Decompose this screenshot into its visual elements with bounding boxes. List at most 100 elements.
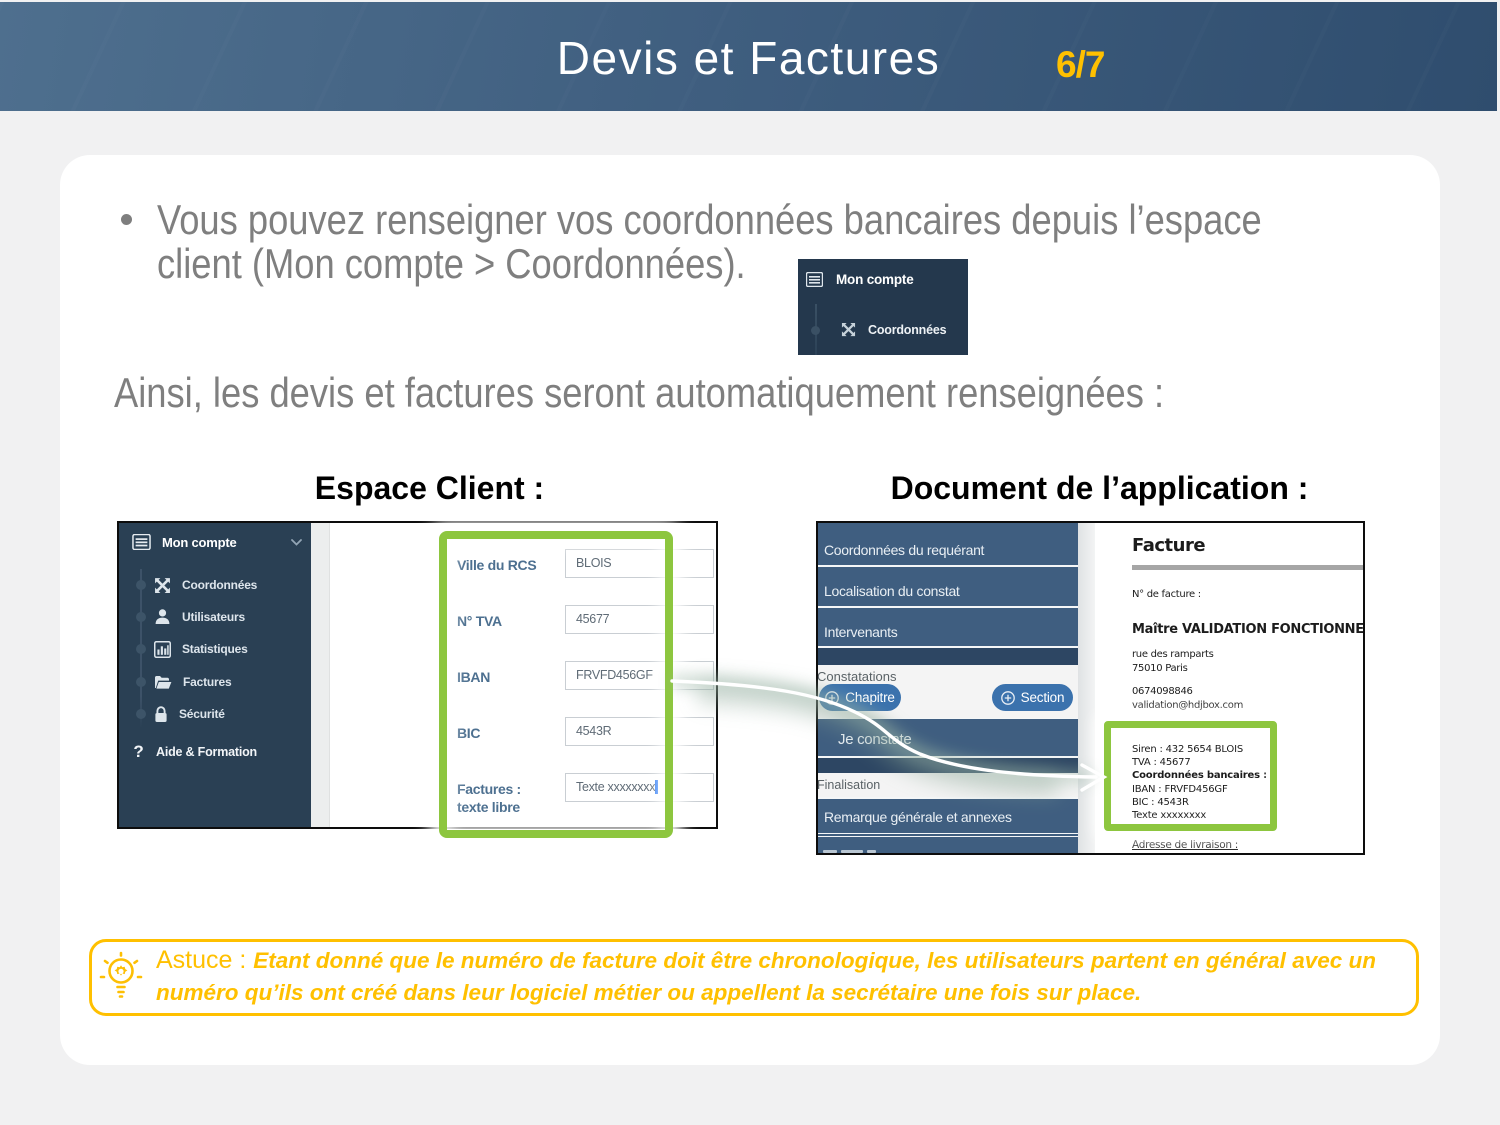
- lightbulb-icon: [98, 951, 144, 1001]
- sidebar-item-label: Coordonnées: [182, 578, 258, 592]
- invoice-bank-heading: Coordonnées bancaires :: [1132, 770, 1267, 782]
- plus-circle-icon: [825, 690, 840, 705]
- clipped-text-sliver: [841, 850, 863, 853]
- app-nav-scroll-strip[interactable]: [1078, 523, 1095, 853]
- button-label: Section: [1020, 690, 1065, 705]
- invoice-title: Facture: [1132, 535, 1206, 556]
- list-icon: [132, 533, 151, 551]
- document-application-screenshot: Coordonnées du requérant Localisation du…: [816, 521, 1365, 855]
- button-label: Chapitre: [845, 690, 895, 705]
- question-mark-icon: ?: [133, 742, 144, 761]
- invoice-number-label: N° de facture :: [1132, 589, 1201, 600]
- tree-dot: [135, 580, 146, 590]
- invoice-footer-link: Adresse de livraison :: [1132, 839, 1238, 851]
- sidebar-item-coordonnees[interactable]: Coordonnées: [154, 576, 257, 594]
- page-indicator: 6/7: [1056, 44, 1105, 85]
- sidebar-item-label: Utilisateurs: [182, 609, 245, 624]
- intro-followup-text: Ainsi, les devis et factures seront auto…: [114, 369, 1165, 416]
- expand-arrows-icon: [154, 577, 171, 594]
- invoice-siren: Siren : 432 5654 BLOIS: [1132, 744, 1243, 755]
- nav-section-localisation-constat[interactable]: Localisation du constat: [818, 566, 1078, 606]
- list-icon: [805, 271, 824, 288]
- separator: [818, 833, 1078, 835]
- invoice-phone: 0674098846: [1132, 686, 1193, 697]
- field-label-line2: texte libre: [457, 799, 520, 815]
- sidebar-item-label: Factures: [183, 675, 232, 689]
- text-cursor: [655, 779, 659, 794]
- document-application-title: Document de l’application :: [890, 470, 1309, 506]
- separator: [818, 564, 1078, 567]
- astuce-text: Astuce : Etant donné que le numéro de fa…: [156, 945, 1406, 1008]
- constatations-label: Constatations: [817, 669, 897, 684]
- client-sidebar-scroll-strip[interactable]: [311, 523, 330, 827]
- tree-dot: [135, 611, 146, 622]
- field-label-bic: BIC: [457, 725, 481, 741]
- invoice-tva: TVA : 45677: [1132, 757, 1191, 769]
- sidebar-item-factures[interactable]: Factures: [154, 673, 232, 691]
- field-label-iban: IBAN: [457, 669, 491, 685]
- input-ville-du-rcs[interactable]: BLOIS: [565, 549, 714, 578]
- bullet-icon: [121, 214, 132, 225]
- mini-menu-screenshot: Mon compte Coordonnées: [798, 259, 968, 355]
- input-value: 4543R: [576, 724, 612, 738]
- nav-section-label: Remarque générale et annexes: [824, 809, 1012, 825]
- input-value: 45677: [576, 612, 610, 626]
- clipped-text-sliver: [867, 850, 876, 853]
- invoice-address-line1: rue des ramparts: [1132, 649, 1214, 660]
- sidebar-item-label: Aide & Formation: [156, 745, 257, 759]
- highlight-box-invoice-bank: [1104, 721, 1277, 831]
- nav-section-je-constate[interactable]: Je constate: [818, 719, 1078, 756]
- nav-section-remarque[interactable]: Remarque générale et annexes: [818, 799, 1078, 833]
- lock-icon: [154, 705, 168, 723]
- user-icon: [154, 608, 171, 625]
- astuce-label: Astuce :: [156, 946, 254, 974]
- input-value: BLOIS: [576, 556, 612, 570]
- bar-chart-icon: [153, 640, 172, 658]
- separator: [818, 646, 1078, 648]
- input-value: FRVFD456GF: [576, 668, 653, 682]
- nav-dark-band: [818, 757, 1078, 773]
- sidebar-item-securite[interactable]: Sécurité: [154, 705, 225, 723]
- separator: [818, 797, 1078, 799]
- sidebar-item-mon-compte[interactable]: Mon compte: [132, 533, 302, 551]
- page-title: Devis et Factures: [556, 32, 941, 84]
- header-bar: Devis et Factures 6/7: [0, 2, 1497, 111]
- nav-section-coordonnees-requerant[interactable]: Coordonnées du requérant: [818, 523, 1078, 565]
- field-label-line1: Factures :: [457, 781, 521, 797]
- invoice-address-line2: 75010 Paris: [1132, 663, 1188, 674]
- chevron-down-icon: [291, 538, 302, 546]
- invoice-bank-block: Siren : 432 5654 BLOIS TVA : 45677 Coord…: [1132, 743, 1267, 822]
- invoice-free-text: Texte xxxxxxxx: [1132, 810, 1207, 822]
- nav-finalisation-band: Finalisation: [818, 773, 1078, 797]
- nav-section-label: Coordonnées du requérant: [824, 542, 985, 558]
- invoice-bic: BIC : 4543R: [1132, 796, 1189, 808]
- field-label-factures-texte-libre: Factures : texte libre: [457, 780, 567, 816]
- expand-arrows-icon: [841, 322, 856, 337]
- mini-menu-item-coordonnees[interactable]: Coordonnées: [841, 322, 947, 337]
- tree-dot: [135, 644, 146, 654]
- invoice-email: validation@hdjbox.com: [1132, 700, 1244, 711]
- section-button[interactable]: Section: [992, 684, 1073, 711]
- nav-section-partial: [818, 837, 1078, 853]
- sidebar-item-label: Sécurité: [179, 707, 225, 721]
- astuce-body: Etant donné que le numéro de facture doi…: [156, 948, 1376, 1005]
- invoice-holder: Maître VALIDATION FONCTIONNEL: [1132, 622, 1365, 637]
- sidebar-item-utilisateurs[interactable]: Utilisateurs: [154, 608, 245, 626]
- sidebar-item-statistiques[interactable]: Statistiques: [153, 640, 248, 658]
- nav-section-intervenants[interactable]: Intervenants: [818, 607, 1078, 646]
- plus-circle-icon: [1000, 690, 1015, 705]
- field-label-n-tva: N° TVA: [457, 613, 502, 629]
- mini-menu-item-mon-compte[interactable]: Mon compte: [805, 271, 914, 288]
- mini-menu-tree-dot: [811, 326, 820, 335]
- tree-dot: [135, 709, 146, 719]
- folder-open-icon: [154, 675, 172, 690]
- separator: [818, 605, 1078, 608]
- nav-section-label: Intervenants: [824, 623, 898, 640]
- sidebar-item-label: Mon compte: [162, 534, 237, 550]
- tree-dot: [135, 677, 146, 687]
- input-n-tva[interactable]: 45677: [565, 605, 714, 634]
- astuce-box: [89, 939, 1419, 1016]
- chapitre-button[interactable]: Chapitre: [819, 684, 901, 711]
- sidebar-item-aide-formation[interactable]: ? Aide & Formation: [131, 742, 257, 762]
